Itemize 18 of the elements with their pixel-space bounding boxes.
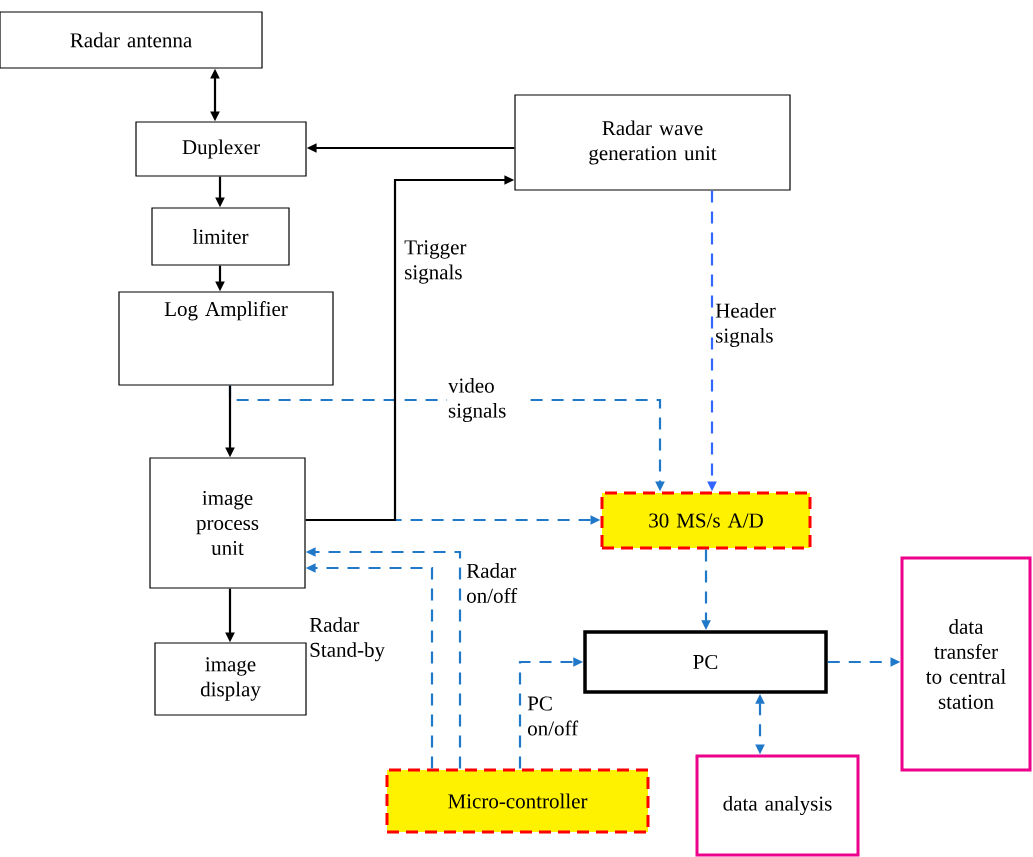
process-box: Log Amplifier [118, 291, 334, 386]
process-box: image display [154, 642, 307, 716]
process-box: Radar wave generation unit [514, 94, 791, 191]
edge-label: PC on/off [527, 696, 579, 736]
process-box: data analysis [695, 754, 860, 857]
process-box: Radar antenna [0, 11, 263, 69]
process-box: Duplexer [135, 121, 307, 177]
edge-label: Radar Stand-by [309, 617, 385, 662]
process-box: 30 MS/s A/D [600, 491, 812, 550]
edge-label: Trigger signals [404, 240, 467, 284]
process-box: Micro-controller [385, 768, 650, 834]
process-box: data transfer to central station [900, 556, 1032, 772]
process-box: PC [583, 630, 828, 694]
edge-label: Radar on/off [466, 563, 518, 603]
edge-label: video signals [447, 376, 529, 424]
edge-label: Header signals [715, 302, 776, 348]
process-box: image process unit [149, 457, 306, 589]
process-box: limiter [151, 207, 290, 266]
